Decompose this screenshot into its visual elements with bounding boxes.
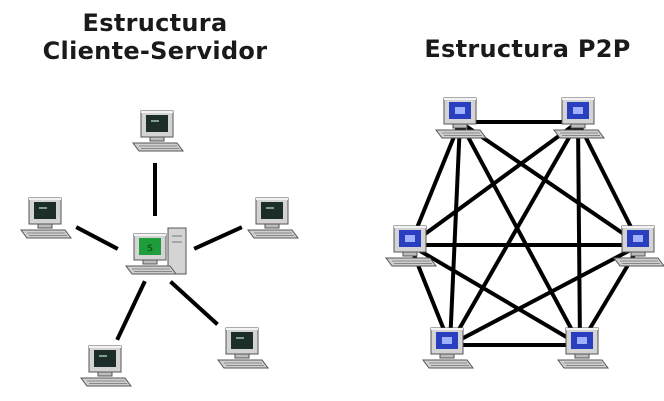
- p2p-links: [408, 120, 642, 347]
- p2p-title: Estructura P2P: [424, 35, 631, 63]
- peer-computer-icon: [553, 97, 605, 139]
- peer-computer-icon: [385, 225, 437, 267]
- p2p-link: [408, 120, 580, 247]
- p2p-link: [448, 243, 642, 347]
- peer-computer-icon: [435, 97, 487, 139]
- p2p-link: [448, 120, 462, 347]
- client-computer-icon: [80, 345, 132, 387]
- link-right: [193, 225, 243, 251]
- client-server-title-line1: Estructura: [82, 9, 228, 37]
- p2p-link: [458, 120, 642, 247]
- link-bottom-left: [115, 280, 147, 341]
- p2p-link: [576, 120, 582, 347]
- client-computer-icon: [247, 197, 299, 239]
- p2p-link: [408, 120, 462, 247]
- client-computer-icon: [217, 327, 269, 369]
- client-computer-icon: [20, 197, 72, 239]
- peer-computer-icon: [613, 225, 664, 267]
- peer-computer-icon: [422, 327, 474, 369]
- client-server-title: Estructura Cliente-Servidor: [20, 9, 290, 65]
- client-computer-icon: [132, 110, 184, 152]
- p2p-link: [448, 120, 580, 347]
- client-server-title-line2: Cliente-Servidor: [42, 36, 268, 65]
- server-computer-icon: S: [125, 227, 187, 275]
- p2p-link: [408, 243, 582, 347]
- p2p-link: [458, 120, 582, 347]
- peer-computer-icon: [557, 327, 609, 369]
- link-bottom-right: [169, 280, 219, 326]
- client-server-links: [75, 163, 243, 341]
- server-screen-label: S: [147, 244, 153, 254]
- p2p-link: [576, 120, 642, 247]
- link-left: [75, 225, 119, 251]
